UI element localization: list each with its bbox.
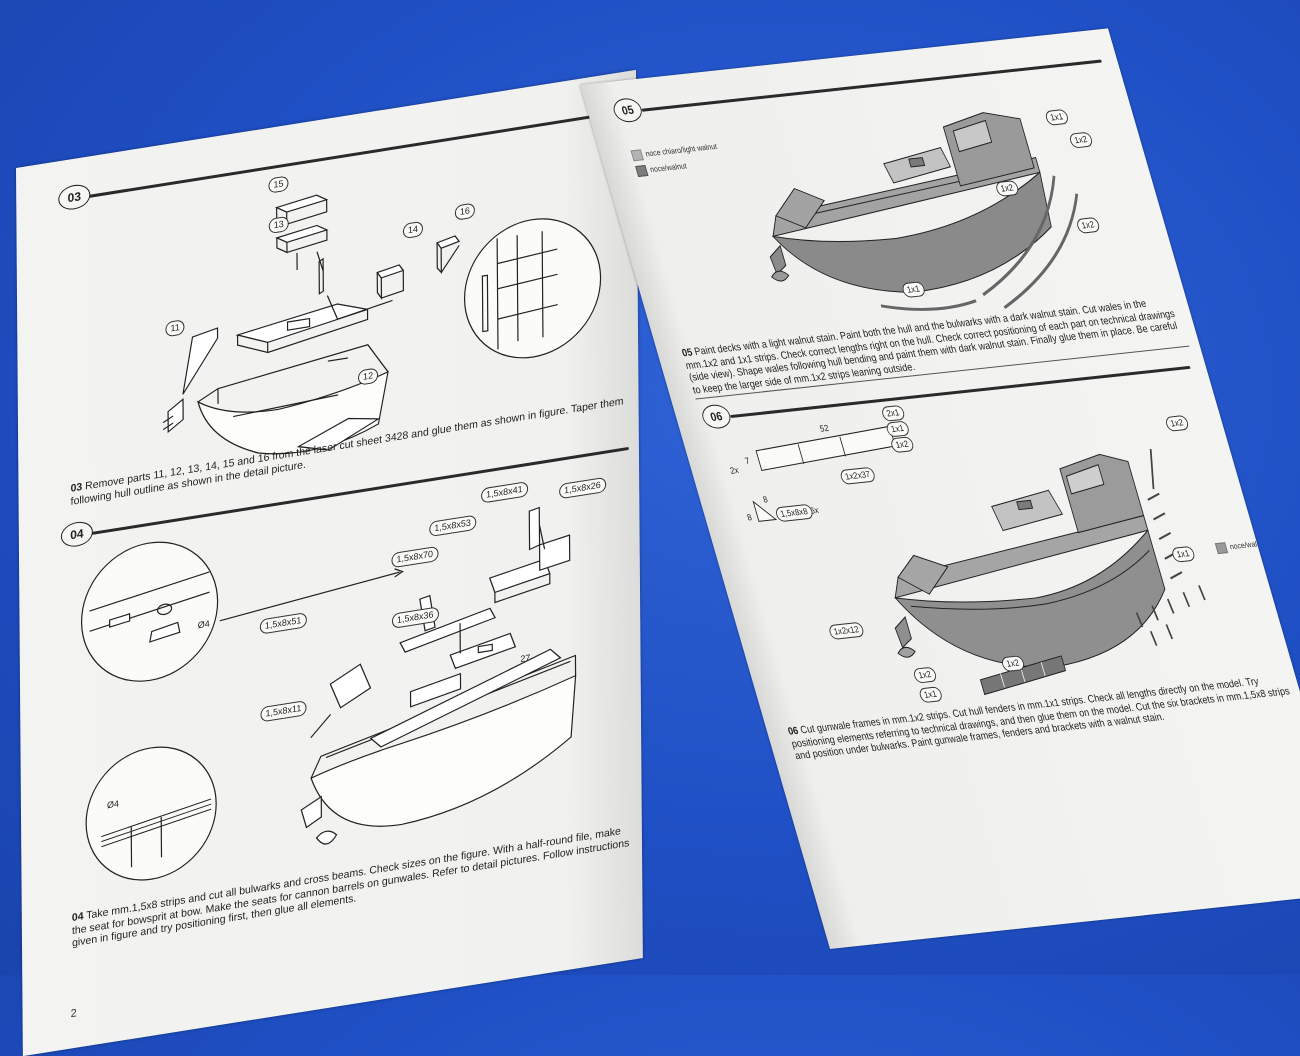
step-05-caption-number: 05 [680, 346, 694, 360]
legend-walnut-step-06-label: noce/walnut [1228, 538, 1268, 552]
instruction-booklet: 03 [16, 28, 1300, 1056]
step-03-badge: 03 [58, 182, 91, 212]
step-04-bulwarks-drawing [80, 506, 577, 881]
detail-diameter-a: Ø4 [197, 618, 210, 631]
detail-diameter-b: Ø4 [106, 798, 120, 811]
page-number: 2 [70, 1007, 77, 1021]
step-03-hull-drawing [162, 194, 602, 455]
step-06-gunwale-drawing [752, 425, 1206, 696]
step-06-caption-number: 06 [786, 724, 800, 738]
dimension-27: 27 [520, 652, 531, 665]
left-page: 03 [16, 69, 643, 1056]
walnut-swatch-step-06 [1214, 542, 1229, 555]
walnut-swatch [635, 165, 649, 177]
step-05-badge: 05 [610, 97, 645, 124]
legend-light-walnut-label: noce chiaro/light walnut [644, 141, 719, 159]
legend-walnut-label: noce/walnut [648, 161, 688, 175]
right-page: 05 noce chiaro/light walnut noce/walnut [580, 28, 1300, 949]
light-walnut-swatch [630, 149, 644, 162]
legend-light-walnut: noce chiaro/light walnut [630, 141, 719, 162]
legend-walnut: noce/walnut [635, 161, 688, 177]
step-05-painted-hull-drawing [769, 112, 1079, 311]
